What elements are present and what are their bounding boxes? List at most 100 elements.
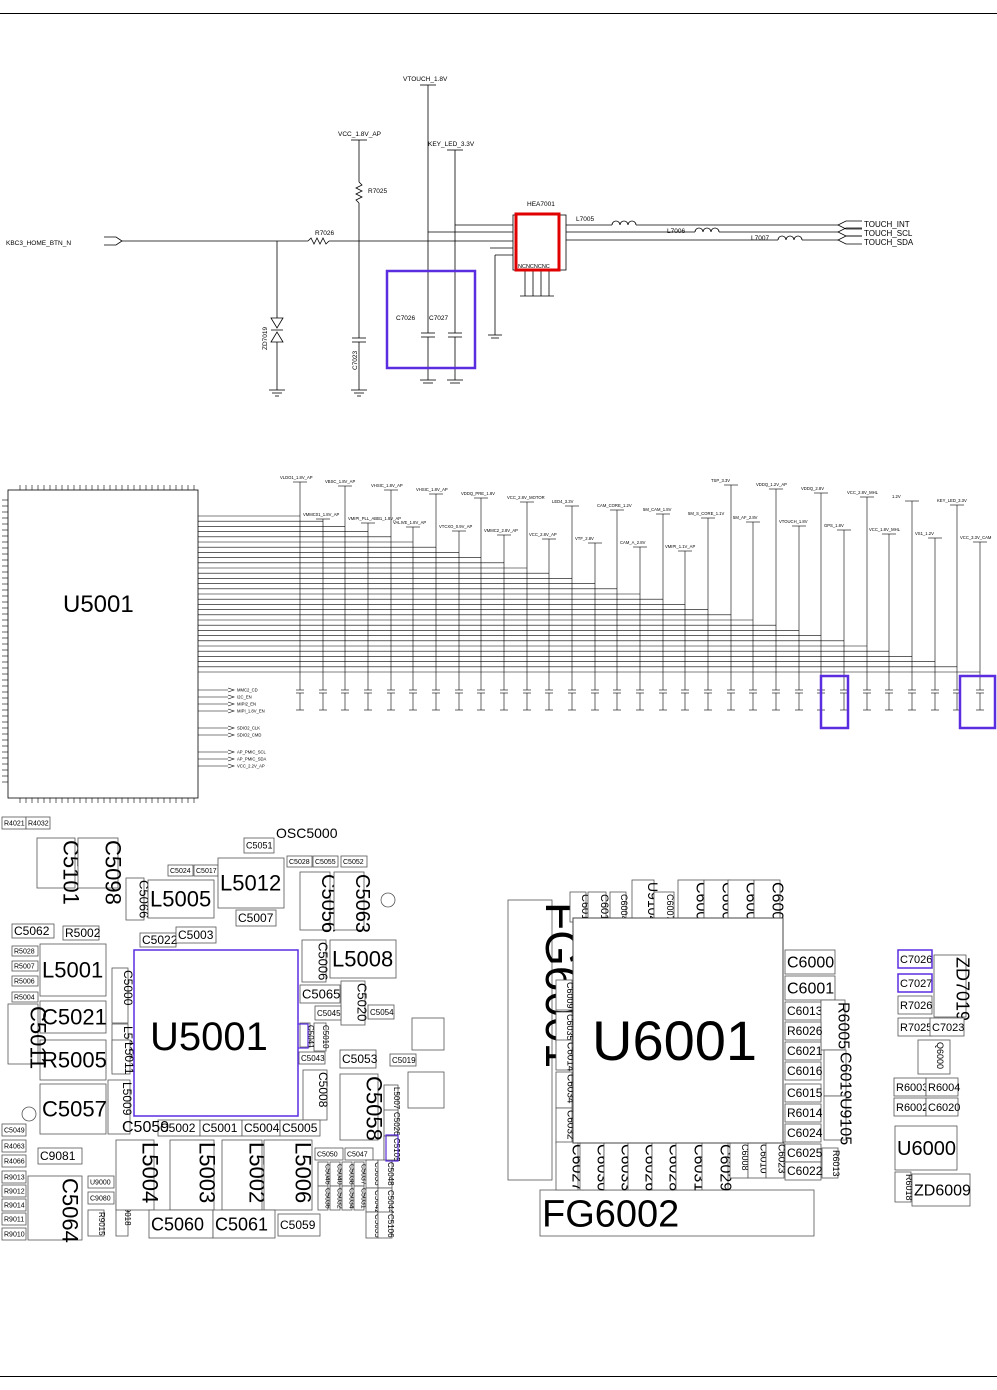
ref-l7005: L7005: [576, 216, 594, 223]
pcb-part: R4032: [25, 816, 51, 830]
pcb-part: C6035: [555, 1011, 575, 1043]
svg-text:R4063: R4063: [4, 1143, 25, 1150]
svg-text:C5056: C5056: [317, 874, 339, 933]
svg-text:C6009: C6009: [565, 982, 575, 1009]
pcb-part: L5008: [329, 939, 397, 979]
pcb-part: R9015: [87, 1209, 106, 1237]
pcb-part: C6014: [555, 1039, 576, 1072]
pcb-part: R6014: [784, 1103, 823, 1123]
pcb-part: R6005: [820, 999, 852, 1051]
ref-nc: NCNCNCNC: [518, 264, 550, 270]
net-label: VTOUCH_1.8V: [779, 519, 808, 524]
pcb-part: C5059: [277, 1213, 321, 1237]
net-label: 1.2V: [892, 494, 901, 499]
svg-text:R6004: R6004: [928, 1082, 960, 1094]
svg-text:C6032: C6032: [565, 1110, 576, 1140]
pcb-part: C5004: [241, 1119, 281, 1137]
net-label: VMIPI_PLL_ABB1_1.8V_AP: [348, 516, 401, 521]
ref-zd7019: ZD7019: [262, 326, 269, 350]
net-touch-scl: TOUCH_SCL: [864, 229, 913, 238]
svg-text:C7027: C7027: [900, 978, 932, 990]
c7026-highlight: [897, 949, 933, 969]
net-label: VDDQ_2.8V: [801, 486, 824, 491]
pcb-part: L5002: [221, 1139, 270, 1211]
schematic-mid: [2, 481, 987, 803]
svg-text:C6003: C6003: [769, 882, 786, 929]
svg-text:Q6000: Q6000: [935, 1042, 945, 1069]
signal-label: AP_PMIC_SCL: [237, 750, 267, 755]
pcb-part: R9013: [1, 1170, 27, 1184]
svg-text:R9013: R9013: [4, 1174, 25, 1181]
svg-text:C5059: C5059: [280, 1218, 316, 1232]
pcb-part: R6004: [925, 1077, 960, 1097]
svg-text:C5006: C5006: [316, 942, 331, 980]
u5001-schematic-ic: [7, 489, 199, 799]
u6001-pcb-label: U6001: [592, 1009, 757, 1072]
pcb-part: C5036: [317, 1185, 330, 1211]
c7026-c7027-highlight: [385, 269, 477, 370]
svg-text:R5004: R5004: [14, 994, 35, 1001]
pcb-part: C5050: [314, 1147, 344, 1161]
pcb-part: C5052: [340, 855, 368, 868]
svg-text:C6004: C6004: [619, 894, 629, 921]
pcb-part: C5055: [312, 855, 339, 868]
pcb-part: C6024: [784, 1123, 823, 1143]
pcb-part: U9000: [87, 1175, 115, 1189]
svg-text:C5046: C5046: [323, 1164, 330, 1185]
pcb-part: C5060: [148, 1209, 214, 1239]
pcb-part: C6022: [784, 1161, 823, 1181]
pcb-part: C5045: [314, 1005, 342, 1021]
svg-text:C5026: C5026: [392, 1112, 401, 1136]
pad: [407, 1071, 445, 1109]
pcb-part: C5058: [339, 1073, 387, 1141]
c5005-label: C5059: [122, 1119, 169, 1136]
pcb-part: R4066: [1, 1154, 27, 1168]
svg-text:C5007: C5007: [238, 911, 274, 925]
pcb-part: R9010: [1, 1227, 27, 1241]
signal-label: VCC_2.2V_AP: [237, 764, 265, 769]
pcb-part: C9081: [37, 1147, 83, 1165]
svg-text:R4021: R4021: [4, 820, 25, 827]
pcb-part: C5054: [367, 1004, 395, 1020]
ref-c7027: C7027: [429, 315, 449, 322]
pcb-part: C5064: [27, 1175, 83, 1243]
pcb-part: C6010: [747, 1141, 769, 1179]
svg-text:L5011: L5011: [122, 1042, 136, 1075]
net-label: 5M_AF_2.8V: [733, 515, 758, 520]
ref-l7006: L7006: [667, 228, 685, 235]
fiducial: [21, 1106, 37, 1122]
net-kbc3: KBC3_HOME_BTN_N: [6, 240, 71, 247]
svg-text:C6029: C6029: [717, 1144, 734, 1191]
pcb-part: C6028: [651, 1141, 683, 1191]
pcb-part: C6000: [784, 949, 836, 975]
svg-text:C5008: C5008: [316, 1072, 330, 1108]
pcb-part: C5047: [344, 1147, 374, 1161]
pcb-part: C5017: [193, 864, 219, 877]
pcb-part: R6018: [894, 1171, 914, 1203]
svg-text:C6014: C6014: [565, 1042, 576, 1072]
net-touch-sda: TOUCH_SDA: [864, 238, 914, 247]
net-label: VDDQ_1.2V_AP: [756, 482, 787, 487]
pcb-part: C5022: [139, 932, 178, 948]
pcb-part: R5002: [62, 925, 101, 941]
svg-text:L5004: L5004: [138, 1142, 163, 1203]
ref-c7026: C7026: [396, 315, 416, 322]
pcb-part: C5046: [317, 1161, 330, 1187]
svg-text:C5037: C5037: [359, 1164, 366, 1185]
svg-text:C5003: C5003: [178, 928, 214, 942]
ref-hea7001: HEA7001: [527, 201, 555, 208]
mid-highlight-1: [819, 674, 850, 730]
svg-text:C5032: C5032: [335, 1188, 342, 1209]
svg-text:C5019: C5019: [392, 1056, 416, 1065]
pcb-part: R5007: [11, 960, 39, 972]
svg-text:C5036: C5036: [323, 1188, 330, 1209]
signal-label: SDIO2_CLK: [237, 726, 260, 731]
pcb-part: R7026: [897, 995, 932, 1015]
svg-text:C6022: C6022: [787, 1164, 823, 1178]
svg-text:C5042: C5042: [373, 1190, 382, 1214]
svg-text:L5007: L5007: [392, 1087, 401, 1110]
svg-text:C5005: C5005: [282, 1121, 318, 1135]
mid-highlight-2: [958, 674, 997, 730]
svg-text:C5024: C5024: [170, 868, 191, 875]
pcb-part: L5012: [217, 857, 285, 909]
